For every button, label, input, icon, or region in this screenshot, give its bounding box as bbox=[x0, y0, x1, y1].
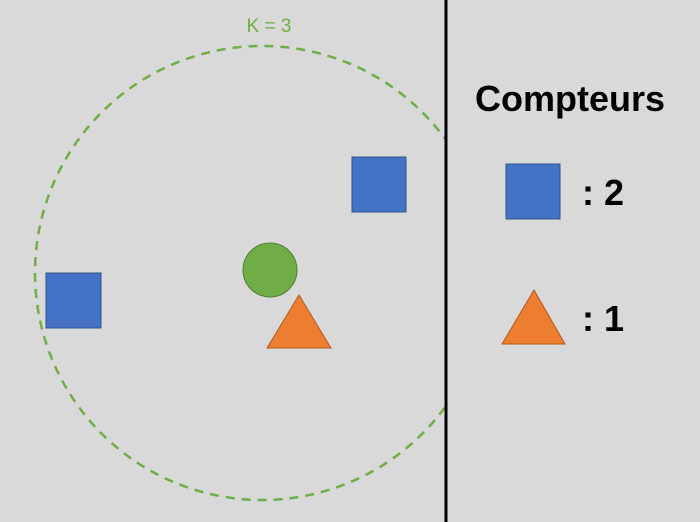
square-point bbox=[45, 272, 102, 329]
triangle-icon bbox=[501, 289, 566, 345]
triangle-point bbox=[266, 294, 332, 349]
counters-title: Compteurs bbox=[475, 78, 665, 119]
neighborhood-circle bbox=[33, 44, 445, 502]
k-label: K = 3 bbox=[247, 16, 292, 37]
square-point bbox=[351, 156, 407, 213]
triangle-count: : 1 bbox=[582, 298, 624, 339]
square-count: : 2 bbox=[582, 172, 624, 213]
query-point bbox=[242, 242, 298, 298]
square-icon bbox=[505, 163, 561, 220]
